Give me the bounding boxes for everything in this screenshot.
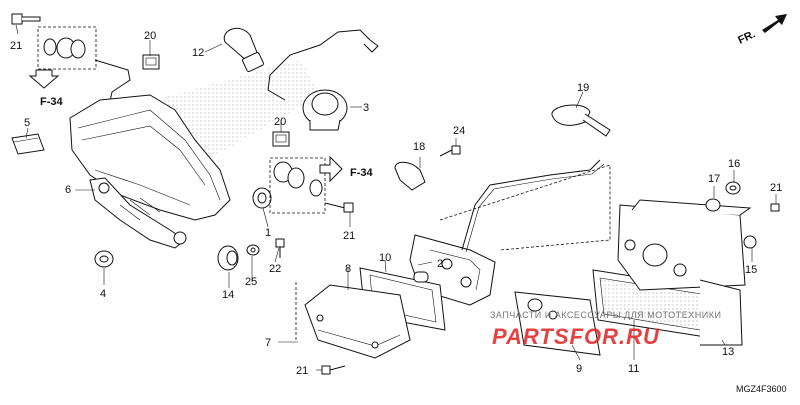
part-24-bolt-lower — [275, 238, 285, 258]
bolt-21-lower — [324, 202, 354, 213]
part-15-nut — [743, 235, 757, 249]
callout-1: 1 — [265, 227, 271, 239]
assembly-dash-outline — [439, 164, 611, 251]
callout-12: 12 — [192, 47, 204, 59]
part-18-clamp — [394, 161, 426, 191]
watermark-main: PARTSFOR.RU — [492, 324, 660, 349]
ref-arrow-right — [319, 155, 343, 183]
callout-9: 9 — [576, 363, 582, 375]
part-24-bolt-upper — [439, 145, 461, 157]
callout-8: 8 — [345, 263, 351, 275]
part-14-grommet — [217, 245, 239, 271]
part-13-cover — [617, 199, 752, 346]
watermark-sub: ЗАПЧАСТИ И АКСЕССУАРЫ ДЛЯ МОТОТЕХНИКИ — [490, 310, 721, 320]
part-3-socket — [267, 29, 379, 131]
part-20-clip-upper — [142, 54, 160, 70]
callout-labels: 21 12 20 3 5 6 20 1 21 2 18 24 19 4 14 2… — [10, 30, 782, 377]
callout-3: 3 — [363, 102, 369, 114]
ref-upper-label: F-34 — [40, 96, 64, 108]
callout-14: 14 — [222, 289, 234, 301]
part-17-grommet — [705, 198, 721, 212]
part-5-reflector — [11, 133, 45, 155]
rear-fender-housing — [69, 94, 231, 249]
callout-15: 15 — [745, 264, 757, 276]
rubber-bushing-lower — [273, 161, 323, 197]
callout-16: 16 — [728, 158, 740, 170]
license-light-bracket — [409, 159, 605, 306]
part-16-grommet — [725, 181, 741, 195]
callout-7: 7 — [265, 337, 271, 349]
part-2-bulb — [413, 271, 429, 283]
callout-20-upper: 20 — [144, 30, 156, 42]
callout-18: 18 — [413, 141, 425, 153]
callout-21-upper: 21 — [10, 40, 22, 52]
part-25-washer — [246, 244, 260, 256]
leader-lines — [15, 24, 777, 371]
callout-23: 21 — [770, 182, 782, 194]
part-4-washer — [94, 250, 114, 268]
part-8-lens — [304, 284, 411, 359]
callout-17: 17 — [708, 173, 720, 185]
bushing-dash-box-lower — [269, 157, 326, 214]
callout-20-lower: 20 — [274, 116, 286, 128]
callout-21-lower: 21 — [343, 230, 355, 242]
callout-10: 10 — [379, 252, 391, 264]
callout-2: 2 — [437, 258, 443, 270]
watermark: ЗАПЧАСТИ И АКСЕССУАРЫ ДЛЯ МОТОТЕХНИКИ PA… — [490, 310, 721, 349]
callout-6: 6 — [65, 184, 71, 196]
callout-4: 4 — [100, 288, 106, 300]
part-1-collar — [252, 187, 272, 209]
ref-right-label: F-34 — [350, 167, 374, 179]
front-direction-arrow: FR. — [736, 14, 787, 47]
callout-25: 25 — [245, 276, 257, 288]
part-22-screw — [321, 365, 346, 375]
bolt-21-upper — [11, 13, 41, 25]
part-9-license-plate-base — [514, 291, 601, 356]
callout-11: 11 — [628, 363, 639, 375]
part-19-band — [551, 104, 611, 137]
callout-19: 19 — [577, 82, 589, 94]
part-20-clip-lower — [272, 131, 290, 147]
callout-24-upper: 24 — [453, 125, 465, 137]
callout-24-lower: 22 — [269, 263, 281, 275]
ref-arrow-upper — [28, 69, 60, 89]
rubber-bushing-upper — [43, 37, 86, 59]
callout-5: 5 — [24, 117, 30, 129]
direction-label: FR. — [736, 28, 757, 46]
part-23-screw — [770, 203, 780, 212]
diagram-code: MGZ4F3600 — [736, 384, 787, 394]
callout-13: 13 — [722, 346, 734, 358]
callout-22: 21 — [296, 365, 308, 377]
part-12-bulb — [223, 27, 264, 72]
